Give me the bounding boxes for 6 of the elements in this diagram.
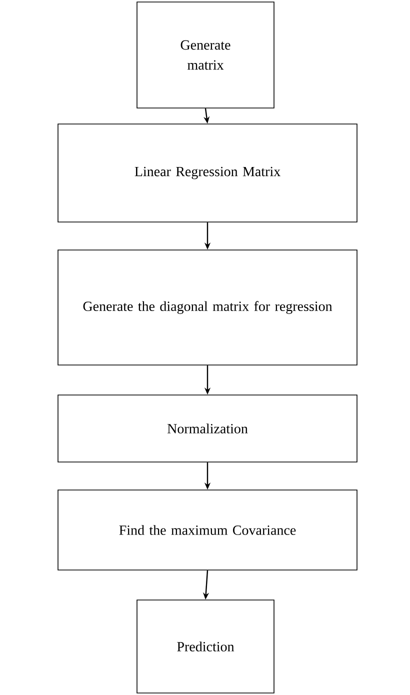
process-box: Generate matrix xyxy=(136,2,274,108)
process-box: Generate the diagonal matrix for regression xyxy=(58,250,358,366)
process-box: Normalization xyxy=(58,394,358,462)
process-box: Linear Regression Matrix xyxy=(58,124,358,222)
process-box: Find the maximum Covariance xyxy=(58,490,358,570)
process-box: Prediction xyxy=(136,600,274,694)
